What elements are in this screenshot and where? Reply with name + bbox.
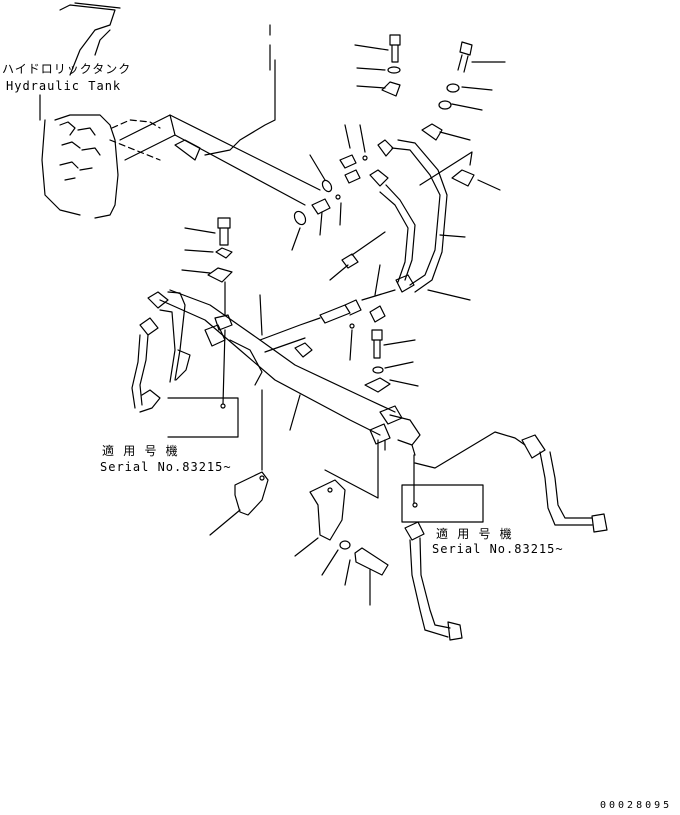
serial-left-en: Serial No.83215~ xyxy=(100,460,232,474)
tank-label-en: Hydraulic Tank xyxy=(6,79,122,93)
serial-box-right xyxy=(401,454,484,523)
lower-drain-pipe xyxy=(404,521,463,641)
pressure-pipes xyxy=(369,139,471,301)
bolts-mid-right xyxy=(364,329,419,425)
right-return-pipe xyxy=(414,431,608,533)
hydraulic-tank xyxy=(41,2,276,219)
bracket-left xyxy=(209,389,269,536)
suction-pipe xyxy=(119,114,333,226)
center-hoses xyxy=(259,231,396,361)
serial-right-en: Serial No.83215~ xyxy=(432,542,564,556)
serial-left-jp: 適 用 号 機 xyxy=(102,444,179,458)
fittings-top xyxy=(291,124,368,251)
serial-box-left xyxy=(167,329,239,438)
left-bent-pipe xyxy=(131,291,191,413)
bolts-top-right xyxy=(354,34,506,191)
tank-label-jp: ハイドロリックタンク xyxy=(2,62,132,76)
bracket-center xyxy=(294,439,389,606)
tank-leader xyxy=(39,29,111,121)
bolts-left xyxy=(181,217,233,331)
drawing-number: 00028095 xyxy=(600,800,673,811)
serial-right-jp: 適 用 号 機 xyxy=(436,527,513,541)
main-cross-pipe xyxy=(159,289,421,456)
